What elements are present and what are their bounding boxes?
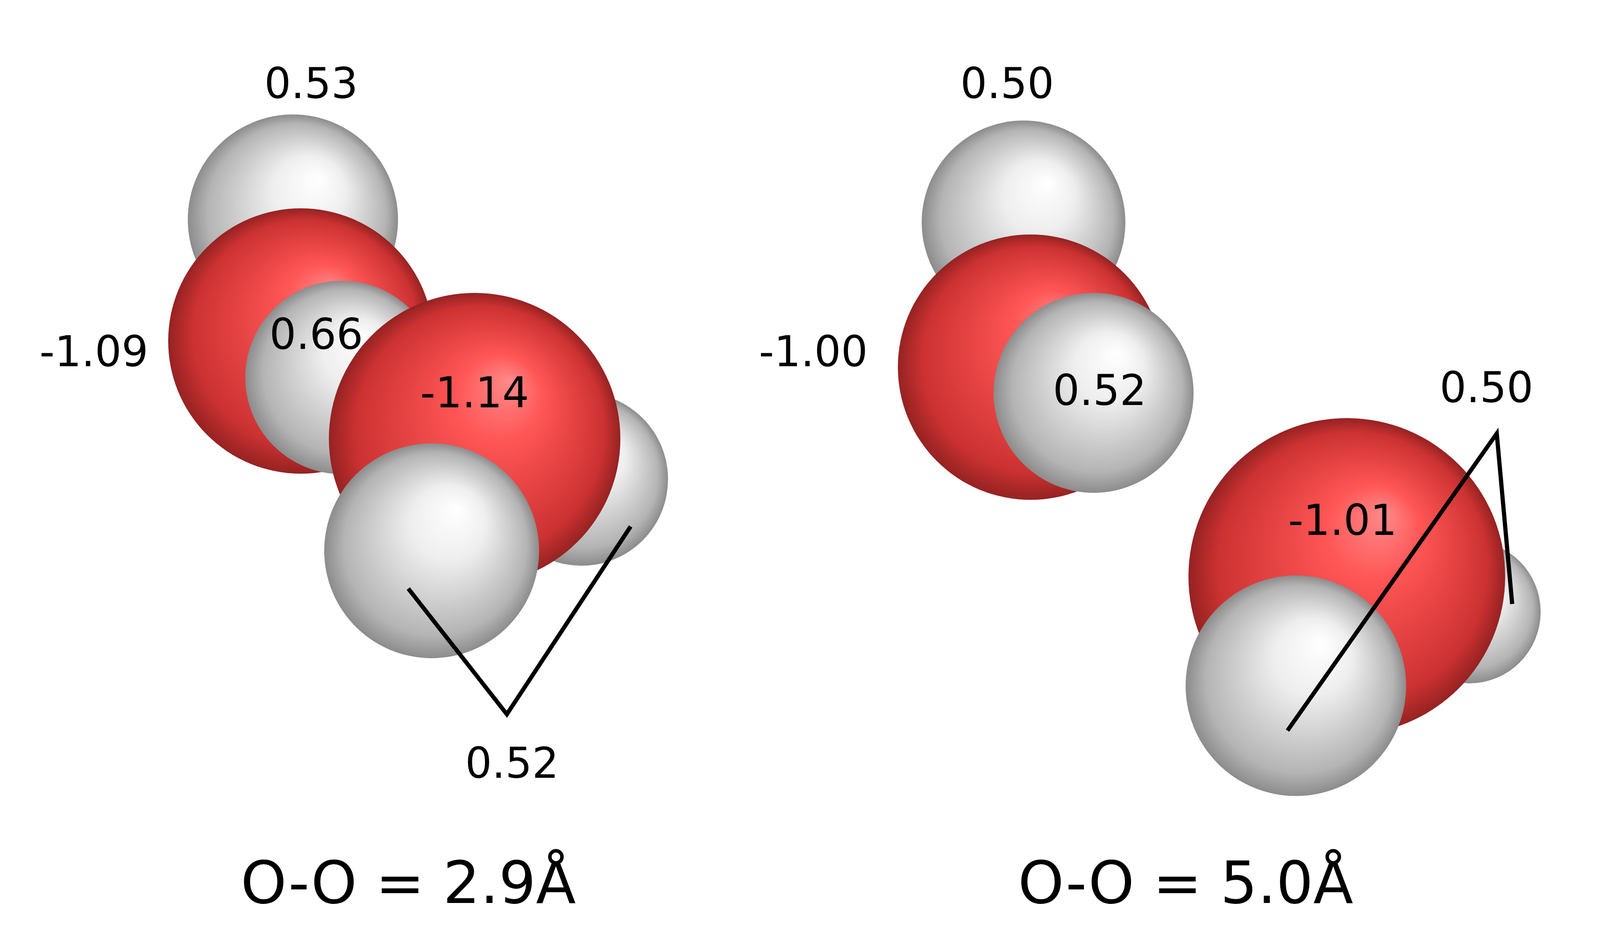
charge-label: 0.66 xyxy=(269,313,363,356)
charge-label: -1.01 xyxy=(1288,499,1398,542)
distance-caption: O-O = 2.9Å xyxy=(240,853,576,912)
distance-caption: O-O = 5.0Å xyxy=(1017,853,1353,912)
leader-line xyxy=(1287,433,1513,731)
charge-label: 0.52 xyxy=(465,742,559,785)
charge-label: 0.53 xyxy=(264,62,358,105)
leader-line xyxy=(408,526,631,715)
hydrogen-atom xyxy=(324,443,540,659)
charge-label: -1.09 xyxy=(39,330,149,373)
charge-label: 0.52 xyxy=(1052,369,1147,412)
charge-label: 0.50 xyxy=(960,62,1054,105)
hydrogen-atom xyxy=(993,292,1194,493)
charge-label: -1.00 xyxy=(759,330,868,373)
charge-label: 0.50 xyxy=(1439,366,1534,409)
charge-label: -1.14 xyxy=(420,371,530,414)
